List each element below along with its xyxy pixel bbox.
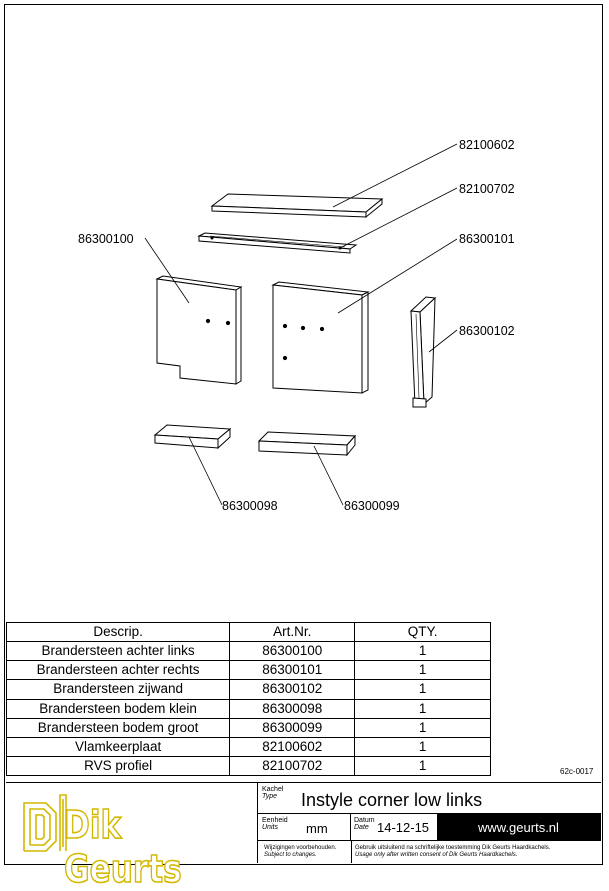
date-label: Datum Date — [354, 817, 375, 831]
row-qty: 1 — [354, 717, 491, 738]
info-row: Eenheid Units mm Datum Date 14-12-15 www… — [258, 814, 601, 841]
title-block: Dik Geurts Kachel Type Instyle corner lo… — [6, 782, 601, 891]
changes-note: Wijzigingen voorbehouden. Subject to cha… — [264, 845, 348, 858]
type-label-en: Type — [262, 793, 278, 800]
row-qty: 1 — [354, 660, 491, 681]
table-row: Brandersteen achter rechts 86300101 1 — [5, 660, 491, 681]
row-artnr: 86300098 — [229, 698, 356, 719]
logo-area: Dik Geurts — [6, 783, 258, 891]
row-artnr: 86300100 — [229, 640, 356, 662]
unit-value: mm — [306, 821, 328, 836]
parts-list-table: Descrip. Art.Nr. QTY. Brandersteen achte… — [5, 622, 491, 777]
row-qty: 1 — [354, 640, 491, 662]
usage-note-en: Usage only after written consent of Dik … — [355, 851, 518, 858]
unit-cell: Eenheid Units mm — [258, 814, 351, 840]
table-row: Brandersteen bodem groot 86300099 1 — [5, 717, 491, 738]
part-vlamkeerplaat — [210, 193, 384, 219]
changes-note-en: Subject to changes. — [264, 851, 317, 858]
leader-86300102 — [428, 329, 458, 353]
website-cell: www.geurts.nl — [438, 814, 601, 840]
row-qty: 1 — [354, 756, 491, 777]
part-rvs-profiel — [197, 232, 358, 254]
stove-type-value: Instyle corner low links — [301, 790, 483, 810]
row-artnr: 86300099 — [229, 717, 356, 738]
drawing-code: 62c-0017 — [560, 767, 594, 776]
callout-86300100: 86300100 — [78, 232, 134, 246]
row-descrip: Vlamkeerplaat — [5, 736, 231, 758]
notes-divider — [351, 841, 352, 863]
website-link[interactable]: www.geurts.nl — [478, 820, 559, 835]
date-value: 14-12-15 — [377, 820, 430, 835]
unit-label: Eenheid Units — [262, 817, 288, 831]
header-descrip: Descrip. — [5, 622, 231, 642]
notes-row: Wijzigingen voorbehouden. Subject to cha… — [258, 841, 601, 863]
exploded-view-drawing: 82100602 82100702 86300100 86300101 8630… — [78, 138, 515, 513]
part-brandersteen-bodem-klein — [153, 424, 232, 450]
row-qty: 1 — [354, 736, 491, 758]
row-artnr: 86300101 — [229, 660, 356, 681]
parts-list-header: Descrip. Art.Nr. QTY. — [5, 622, 491, 642]
part-brandersteen-achter-rechts — [271, 281, 370, 394]
callout-86300102: 86300102 — [459, 324, 515, 338]
leader-86300101 — [337, 238, 458, 314]
callout-86300101: 86300101 — [459, 232, 515, 246]
row-descrip: Brandersteen achter rechts — [5, 660, 231, 681]
row-descrip: RVS profiel — [5, 756, 231, 777]
row-artnr: 86300102 — [229, 679, 356, 700]
type-row: Kachel Type Instyle corner low links — [258, 783, 601, 814]
table-row: Brandersteen achter links 86300100 1 — [5, 640, 491, 662]
table-row: Brandersteen bodem klein 86300098 1 — [5, 698, 491, 719]
row-descrip: Brandersteen bodem groot — [5, 717, 231, 738]
unit-label-nl: Eenheid — [262, 817, 288, 824]
callout-82100602: 82100602 — [459, 138, 515, 152]
header-qty: QTY. — [354, 622, 491, 642]
changes-note-nl: Wijzigingen voorbehouden. — [264, 845, 337, 851]
leader-86300098 — [188, 436, 223, 506]
drawing-frame — [4, 4, 603, 865]
leader-82100602 — [332, 143, 458, 208]
date-label-nl: Datum — [354, 817, 375, 824]
leader-86300099 — [313, 445, 344, 506]
part-brandersteen-achter-links — [155, 275, 243, 385]
unit-label-en: Units — [262, 824, 278, 831]
callout-82100702: 82100702 — [459, 182, 515, 196]
row-qty: 1 — [354, 679, 491, 700]
callout-86300099: 86300099 — [344, 499, 400, 513]
dik-geurts-logo-icon — [23, 794, 67, 852]
row-artnr: 82100702 — [229, 756, 356, 777]
row-descrip: Brandersteen zijwand — [5, 679, 231, 700]
usage-note-nl: Gebruik uitsluitend na schriftelijke toe… — [355, 845, 551, 851]
leader-86300100 — [144, 237, 190, 304]
table-row: Vlamkeerplaat 82100602 1 — [5, 736, 491, 758]
leader-82100702 — [339, 187, 458, 249]
table-row: Brandersteen zijwand 86300102 1 — [5, 679, 491, 700]
table-row: RVS profiel 82100702 1 — [5, 756, 491, 777]
row-qty: 1 — [354, 698, 491, 719]
header-artnr: Art.Nr. — [229, 622, 356, 642]
type-label-nl: Kachel — [262, 786, 284, 793]
type-label: Kachel Type — [262, 786, 283, 800]
part-brandersteen-bodem-groot — [257, 431, 357, 457]
row-artnr: 82100602 — [229, 736, 356, 758]
row-descrip: Brandersteen bodem klein — [5, 698, 231, 719]
row-descrip: Brandersteen achter links — [5, 640, 231, 662]
part-brandersteen-zijwand — [409, 296, 437, 408]
date-label-en: Date — [354, 824, 369, 831]
logo-text: Dik Geurts — [63, 802, 182, 891]
date-cell: Datum Date 14-12-15 — [351, 814, 438, 840]
callout-86300098: 86300098 — [222, 499, 278, 513]
usage-note: Gebruik uitsluitend na schriftelijke toe… — [355, 845, 595, 858]
